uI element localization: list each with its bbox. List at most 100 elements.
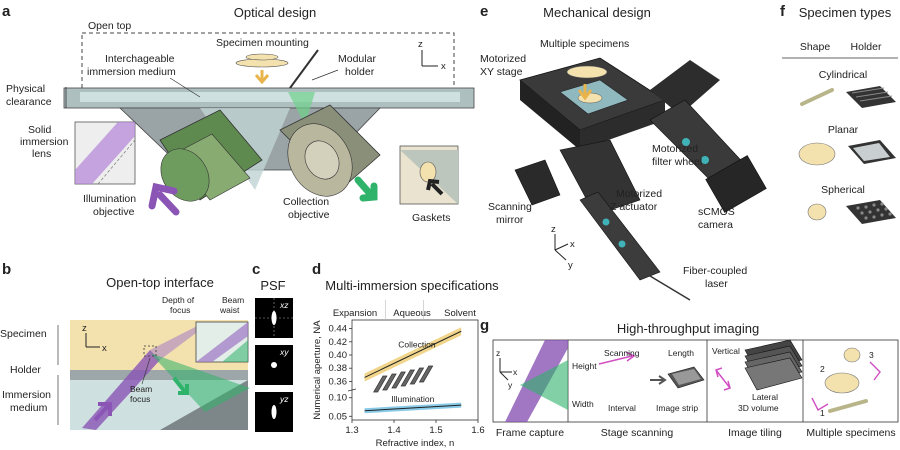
panel-c: c PSF xz xy yz <box>252 261 293 432</box>
f-col-shape: Shape <box>800 41 831 53</box>
multi-specimen-top <box>566 65 608 79</box>
illumination-arrow <box>148 182 180 216</box>
open-top-label: Open top <box>88 20 131 32</box>
x-tick-label: 1.6 <box>471 425 484 436</box>
e-filter-label-1: Motorized <box>652 143 698 155</box>
g-strip-label: Image strip <box>656 403 698 413</box>
region-aqueous: Aqueous <box>393 308 431 319</box>
panel-d-letter: d <box>312 261 321 278</box>
x-axis-label: Refractive index, n <box>376 438 455 449</box>
panel-g-title: High-throughput imaging <box>617 321 759 336</box>
g-frame <box>492 339 899 423</box>
panel-f-letter: f <box>780 3 786 20</box>
axis-break <box>347 388 357 392</box>
axis-a: z x <box>418 39 446 72</box>
illumination-series-label: Illumination <box>391 394 434 404</box>
psf-xz-label: xz <box>279 300 289 310</box>
x-tick-label: 1.4 <box>387 425 400 436</box>
beam-continuation <box>150 322 205 360</box>
y-tick-label: 0.05 <box>329 411 348 422</box>
immersion-leader <box>169 77 201 98</box>
f-col-holder: Holder <box>851 41 882 53</box>
z-actuator-arm <box>514 139 691 301</box>
holder-region <box>70 370 248 380</box>
psf-yz: yz <box>255 392 293 432</box>
axis-b: z x <box>82 323 107 354</box>
planar-holder <box>848 140 896 164</box>
specimen-mounting-label: Specimen mounting <box>216 37 309 49</box>
f-row-cylindrical: Cylindrical <box>819 69 867 81</box>
psf-xz: xz <box>255 298 293 338</box>
spherical-holder <box>846 200 896 224</box>
coll-label-2: objective <box>288 209 330 221</box>
depth-label-1: Depth of <box>162 295 195 305</box>
immersion-label-2: immersion medium <box>87 66 176 78</box>
g-section-tiling: Image tiling <box>728 427 782 439</box>
g-width-label: Width <box>572 399 594 409</box>
panel-b-title: Open-top interface <box>106 275 214 290</box>
panel-a-title: Optical design <box>234 5 316 20</box>
panel-b-letter: b <box>2 261 11 278</box>
e-scmos-label-2: camera <box>698 219 733 231</box>
axis-b-x: x <box>102 343 107 354</box>
illumination-line <box>364 404 462 412</box>
panel-e: e Mechanical design Mu <box>480 3 767 301</box>
collection-objective <box>279 104 381 197</box>
panel-g-letter: g <box>480 317 489 334</box>
panel-f: f Specimen types Shape Holder Cylindrica… <box>780 3 898 224</box>
e-laser-label-1: Fiber-coupled <box>683 265 747 277</box>
e-scmos-label-1: sCMOS <box>698 206 735 218</box>
collection-cone-b <box>150 353 250 412</box>
illumination-arrow-b <box>93 402 112 422</box>
collection-line <box>364 330 462 378</box>
g-section-frame: Frame capture <box>496 427 564 439</box>
illumination-beam <box>82 350 160 430</box>
multiple-specimens-drawing <box>811 347 881 413</box>
e-stage-label-2: XY stage <box>480 66 523 78</box>
stage-scanning-drawing <box>373 351 705 393</box>
g-section-multiple: Multiple specimens <box>806 427 895 439</box>
modular-label-2: holder <box>345 66 375 78</box>
modular-holder-pin <box>289 49 319 89</box>
frame-capture-drawing: z x y <box>496 340 568 422</box>
illum-label-1: Illumination <box>83 193 136 205</box>
panel-g: g High-throughput imaging z x y <box>373 317 899 439</box>
axis-a-x: x <box>441 61 446 72</box>
g-volume-label: 3D volume <box>738 403 779 413</box>
e-zact-label-2: Z actuator <box>610 201 658 213</box>
focus-leader <box>141 357 151 385</box>
focus-label-2: focus <box>130 394 150 404</box>
solid-label-1: Solid <box>28 124 52 136</box>
g-length-label: Length <box>668 348 694 358</box>
focus-label-1: Beam <box>130 384 152 394</box>
mounting-arrow <box>254 70 270 85</box>
collection-series-label: Collection <box>398 339 436 349</box>
g-axis-x: x <box>513 367 518 377</box>
g-section-stage: Stage scanning <box>601 427 674 439</box>
region-solvent: Solvent <box>444 308 476 319</box>
solid-label-2: immersion <box>20 136 69 148</box>
clearance-label-2: clearance <box>6 96 52 108</box>
panel-d-title: Multi-immersion specifications <box>325 278 499 293</box>
plot-frame <box>351 319 479 421</box>
filter-arm <box>649 60 767 213</box>
g-n2: 2 <box>820 364 825 374</box>
f-row-spherical: Spherical <box>821 184 865 196</box>
holder-label-b: Holder <box>10 364 41 376</box>
collection-arrow <box>354 176 378 202</box>
axis-e-z: z <box>551 224 556 235</box>
modular-label-1: Modular <box>338 53 376 65</box>
immersion-label-b-2: medium <box>10 402 48 414</box>
panel-a: a Optical design Open top Specimen mount… <box>2 3 475 224</box>
solid-label-3: lens <box>32 148 51 160</box>
immersion-medium <box>80 92 460 102</box>
g-interval-label: Interval <box>608 403 636 413</box>
psf-xy: xy <box>255 345 293 385</box>
panel-d: d Multi-immersion specifications Expansi… <box>312 261 499 449</box>
e-laser-label-2: laser <box>705 278 728 290</box>
immersion-label-1: Interchageable <box>105 53 175 65</box>
gaskets-label: Gaskets <box>412 212 451 224</box>
g-height-label: Height <box>572 361 597 371</box>
